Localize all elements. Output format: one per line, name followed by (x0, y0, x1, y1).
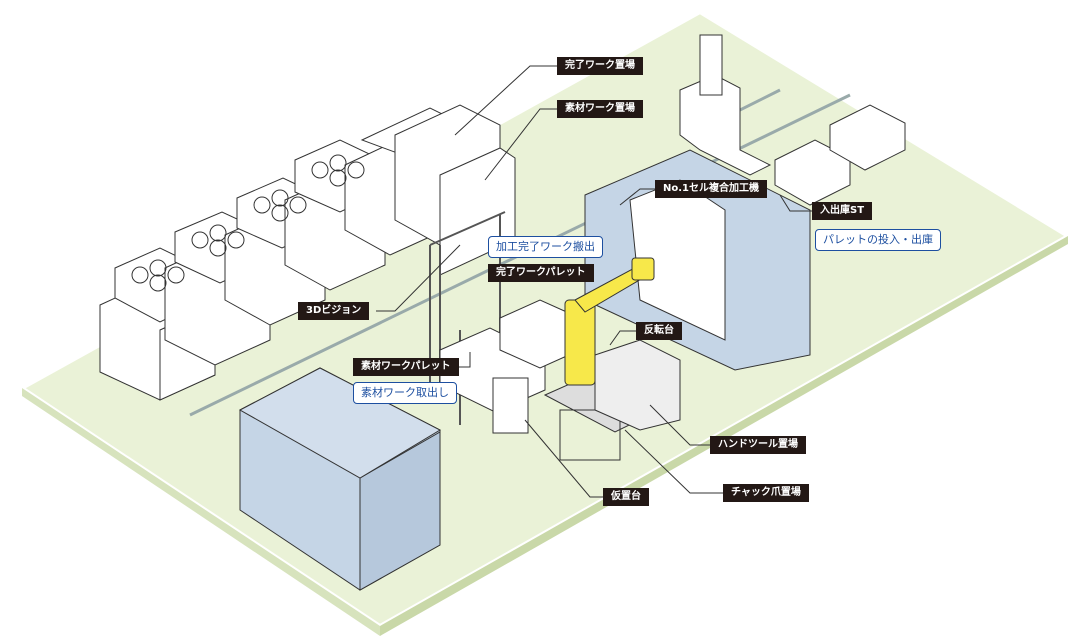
label-inout-station: 入出庫ST (812, 202, 873, 220)
label-hand-tool: ハンドツール置場 (710, 436, 806, 454)
label-finished-storage: 完了ワーク置場 (557, 57, 643, 75)
label-material-storage: 素材ワーク置場 (557, 100, 643, 118)
action-pick-material: 素材ワーク取出し (353, 382, 457, 404)
work-circles (131, 154, 365, 292)
pallets (439, 299, 581, 434)
label-flip-table: 反転台 (636, 322, 682, 340)
label-material-pallet: 素材ワークパレット (353, 358, 459, 376)
label-finished-pallet: 完了ワークパレット (488, 264, 594, 282)
action-unload-finished: 加工完了ワーク搬出 (488, 236, 603, 258)
storage-racks (99, 104, 516, 401)
label-machine: No.1セル複合加工機 (655, 180, 767, 198)
robot-arm (564, 257, 655, 386)
label-vision: 3Dビジョン (298, 302, 370, 320)
tool-tables (543, 339, 681, 461)
inout-station (679, 34, 906, 206)
leader-lines (376, 65, 812, 498)
label-temp-table: 仮置台 (603, 488, 649, 506)
machine-right (584, 149, 811, 371)
action-pallet-inout: パレットの投入・出庫 (815, 229, 941, 251)
label-chuck-jaw: チャック爪置場 (723, 484, 809, 502)
machine-left (238, 367, 442, 591)
